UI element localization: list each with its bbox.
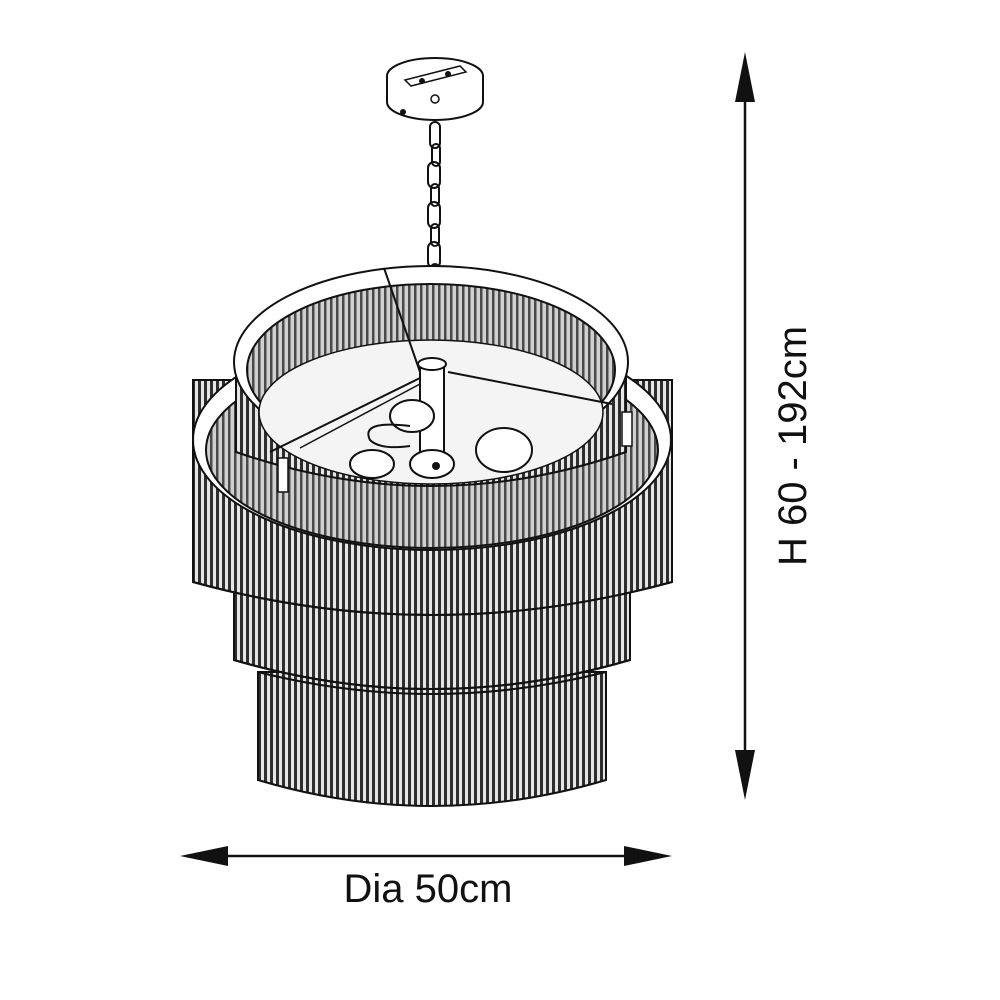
diameter-label: Dia 50cm <box>344 867 513 911</box>
ceiling-rose-icon <box>386 57 484 121</box>
diameter-dimension: Dia 50cm <box>180 846 672 911</box>
height-label: H 60 - 192cm <box>771 326 815 566</box>
arrow-right-icon <box>624 846 672 866</box>
layered-drum-shade-icon <box>192 265 673 807</box>
height-dimension: H 60 - 192cm <box>735 52 815 800</box>
arrow-down-icon <box>735 750 755 800</box>
arrow-left-icon <box>180 846 228 866</box>
arrow-up-icon <box>735 52 755 102</box>
